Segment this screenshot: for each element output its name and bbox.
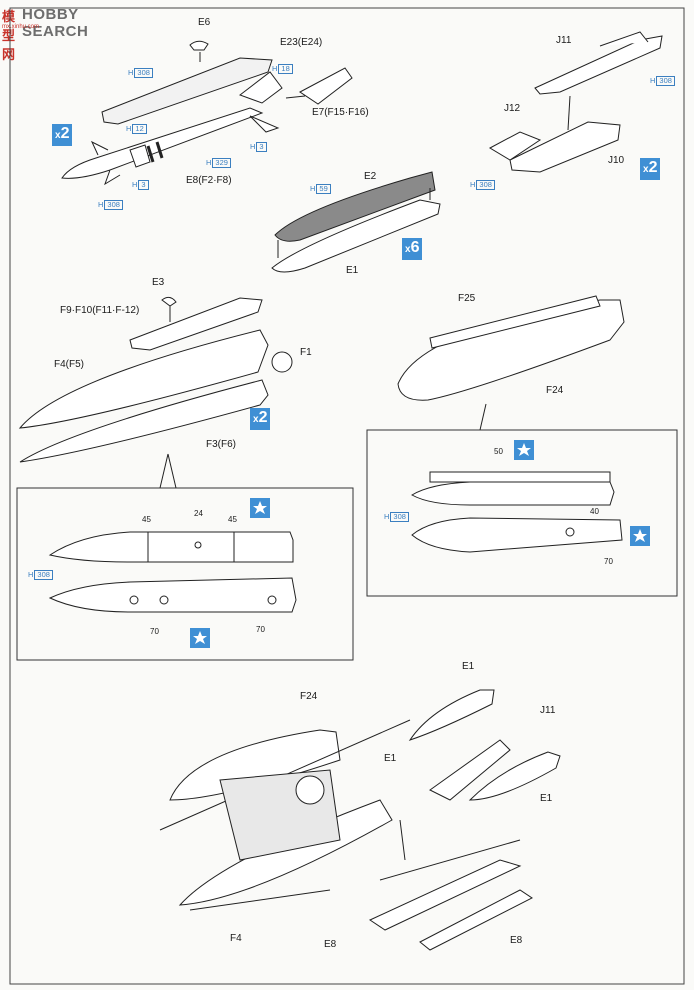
label-j11: J11	[556, 35, 572, 46]
detail-f24-top	[411, 481, 615, 506]
star-icon	[514, 440, 534, 460]
label-f4: F4	[230, 933, 242, 944]
rail-f25	[429, 295, 601, 349]
multiplier-badge-4: x2	[250, 408, 271, 430]
part-j11	[534, 35, 663, 95]
part-f9	[129, 297, 263, 351]
part-j12-j10	[509, 121, 621, 173]
label-e6: E6	[198, 17, 211, 28]
label-e3: E3	[152, 277, 165, 288]
bomb-half-e1	[271, 199, 441, 273]
label-f25: F25	[458, 293, 476, 304]
decal-number-70a: 70	[150, 627, 159, 636]
watermark-name: HOBBY SEARCH	[22, 6, 89, 40]
detail-f24-bottom	[411, 517, 623, 553]
label-e8-b: E8	[324, 939, 337, 950]
decal-number-40: 40	[590, 507, 599, 516]
detail-panel-right	[366, 429, 678, 597]
label-j11-b: J11	[540, 705, 556, 716]
tank-f3	[19, 379, 269, 463]
rail-e23	[101, 57, 273, 125]
multiplier-badge-2: x2	[640, 158, 661, 180]
decal-number-50: 50	[494, 447, 503, 456]
multiplier-badge-1: x2	[52, 124, 73, 146]
decal-number-24: 24	[194, 509, 203, 518]
star-icon	[630, 526, 650, 546]
label-j10: J10	[608, 155, 625, 166]
part-e6	[189, 40, 209, 51]
missile-e8-top	[61, 71, 283, 186]
bomb-half-e2	[274, 171, 436, 242]
part-f1	[271, 351, 293, 373]
label-e2: E2	[364, 171, 377, 182]
tank-f4	[18, 329, 269, 429]
multiplier-badge-3: x6	[402, 238, 423, 260]
label-f3f6: F3(F6)	[206, 439, 236, 450]
label-e7: E7(F15·F16)	[312, 107, 369, 118]
label-j12: J12	[504, 103, 521, 114]
label-e1-top: E1	[346, 265, 359, 276]
part-e3	[161, 296, 177, 307]
star-icon	[190, 628, 210, 648]
label-f9: F9·F10(F11·F-12)	[60, 305, 140, 316]
label-f1: F1	[300, 347, 312, 358]
star-icon	[250, 498, 270, 518]
decal-number-45b: 45	[228, 515, 237, 524]
label-f24: F24	[546, 385, 564, 396]
label-e8-top: E8(F2·F8)	[186, 175, 232, 186]
label-e1-b: E1	[462, 661, 475, 672]
label-e8-c: E8	[510, 935, 523, 946]
detail-panel-left	[16, 487, 354, 661]
watermark-cjk: 模型网	[2, 9, 16, 62]
label-f4f5: F4(F5)	[54, 359, 84, 370]
detail-tank-top	[48, 531, 294, 563]
label-e1-c: E1	[384, 753, 397, 764]
label-e23: E23(E24)	[280, 37, 323, 48]
detail-tank-bottom	[48, 577, 297, 613]
watermark-url: mx.xinhu.com	[2, 24, 40, 30]
final-assembly	[159, 689, 561, 951]
decal-number-45a: 45	[142, 515, 151, 524]
decal-number-70c: 70	[604, 557, 613, 566]
label-f24-b: F24	[300, 691, 318, 702]
decal-number-70b: 70	[256, 625, 265, 634]
page-border	[9, 7, 685, 985]
label-e1-d: E1	[540, 793, 553, 804]
fin-e7	[299, 67, 353, 105]
tank-f24	[397, 299, 625, 401]
